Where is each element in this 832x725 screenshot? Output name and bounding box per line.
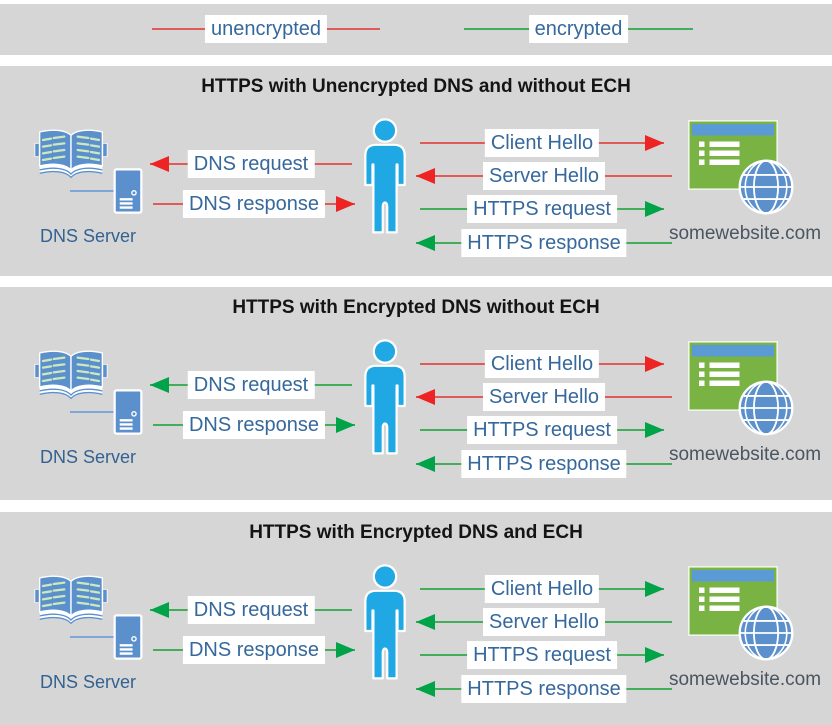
arrowhead-right-icon xyxy=(336,417,355,433)
arrow-https-request: HTTPS request xyxy=(420,194,664,224)
dns-server-label: DNS Server xyxy=(40,226,137,246)
dns-server-tower-icon xyxy=(113,389,143,435)
arrowhead-right-icon xyxy=(645,422,664,438)
website-window-icon xyxy=(688,120,778,190)
dns-book-icon xyxy=(34,575,108,625)
user-person-icon xyxy=(364,564,406,680)
arrowhead-left-icon xyxy=(150,377,169,393)
legend-bar: unencrypted encrypted xyxy=(0,4,832,55)
arrow-dns-request: DNS request xyxy=(150,595,352,625)
arrowhead-right-icon xyxy=(645,647,664,663)
arrow-dns-response: DNS response xyxy=(153,189,355,219)
arrow-dns-response: DNS response xyxy=(153,410,355,440)
user-person-icon xyxy=(364,339,406,455)
panel-title: HTTPS with Unencrypted DNS and without E… xyxy=(201,76,631,97)
website-label: somewebsite.com xyxy=(668,669,822,690)
arrow-https-request: HTTPS request xyxy=(420,640,664,670)
arrow-label: HTTPS request xyxy=(467,195,617,223)
panel-https-encrypted-dns-and-ech: HTTPS with Encrypted DNS and ECH DNS Ser… xyxy=(0,512,832,725)
arrow-label: DNS request xyxy=(187,150,315,178)
arrow-label: Server Hello xyxy=(482,608,606,636)
arrow-label: DNS response xyxy=(182,190,326,218)
dns-server-tower-icon xyxy=(113,168,143,214)
arrow-client-hello: Client Hello xyxy=(420,128,664,158)
arrow-https-response: HTTPS response xyxy=(416,674,672,704)
arrow-label: HTTPS request xyxy=(467,641,617,669)
arrow-label: Server Hello xyxy=(482,162,606,190)
arrow-label: DNS response xyxy=(182,636,326,664)
dns-server-label: DNS Server xyxy=(40,672,137,692)
panel-title: HTTPS with Encrypted DNS and ECH xyxy=(249,522,583,543)
legend-label: encrypted xyxy=(528,15,629,43)
arrowhead-left-icon xyxy=(150,602,169,618)
arrow-https-response: HTTPS response xyxy=(416,449,672,479)
panel-https-unencrypted-dns-no-ech: HTTPS with Unencrypted DNS and without E… xyxy=(0,66,832,276)
arrow-label: Client Hello xyxy=(484,575,600,603)
user-person-icon xyxy=(364,118,406,234)
arrow-client-hello: Client Hello xyxy=(420,349,664,379)
dns-server-label: DNS Server xyxy=(40,447,137,467)
book-server-connector-line xyxy=(70,190,116,192)
panel-title: HTTPS with Encrypted DNS without ECH xyxy=(232,297,600,318)
arrowhead-right-icon xyxy=(645,135,664,151)
dns-book-icon xyxy=(34,129,108,179)
dns-book-icon xyxy=(34,350,108,400)
arrow-server-hello: Server Hello xyxy=(416,607,672,637)
arrowhead-right-icon xyxy=(645,356,664,372)
globe-icon xyxy=(738,380,794,436)
arrowhead-left-icon xyxy=(150,156,169,172)
legend-unencrypted: unencrypted xyxy=(152,14,380,44)
arrow-label: HTTPS response xyxy=(461,229,627,257)
arrowhead-right-icon xyxy=(336,642,355,658)
arrow-label: DNS request xyxy=(187,371,315,399)
arrow-label: Client Hello xyxy=(484,350,600,378)
arrow-https-response: HTTPS response xyxy=(416,228,672,258)
arrowhead-left-icon xyxy=(416,235,435,251)
arrow-label: Server Hello xyxy=(482,383,606,411)
arrow-label: Client Hello xyxy=(484,129,600,157)
globe-icon xyxy=(738,605,794,661)
website-label: somewebsite.com xyxy=(668,223,822,244)
arrow-server-hello: Server Hello xyxy=(416,161,672,191)
legend-label: unencrypted xyxy=(204,15,328,43)
arrow-label: DNS request xyxy=(187,596,315,624)
arrow-https-request: HTTPS request xyxy=(420,415,664,445)
globe-icon xyxy=(738,159,794,215)
arrowhead-left-icon xyxy=(416,168,435,184)
arrow-label: HTTPS response xyxy=(461,450,627,478)
arrow-client-hello: Client Hello xyxy=(420,574,664,604)
book-server-connector-line xyxy=(70,636,116,638)
arrowhead-right-icon xyxy=(645,201,664,217)
arrowhead-left-icon xyxy=(416,389,435,405)
arrow-label: HTTPS response xyxy=(461,675,627,703)
arrowhead-left-icon xyxy=(416,681,435,697)
arrow-dns-request: DNS request xyxy=(150,149,352,179)
panel-https-encrypted-dns-no-ech: HTTPS with Encrypted DNS without ECH DNS… xyxy=(0,287,832,500)
arrowhead-right-icon xyxy=(645,581,664,597)
arrow-dns-request: DNS request xyxy=(150,370,352,400)
arrowhead-left-icon xyxy=(416,614,435,630)
website-label: somewebsite.com xyxy=(668,444,822,465)
dns-server-tower-icon xyxy=(113,614,143,660)
arrow-label: DNS response xyxy=(182,411,326,439)
book-server-connector-line xyxy=(70,411,116,413)
legend-encrypted: encrypted xyxy=(464,14,693,44)
arrowhead-left-icon xyxy=(416,456,435,472)
arrow-label: HTTPS request xyxy=(467,416,617,444)
arrow-server-hello: Server Hello xyxy=(416,382,672,412)
arrowhead-right-icon xyxy=(336,196,355,212)
arrow-dns-response: DNS response xyxy=(153,635,355,665)
